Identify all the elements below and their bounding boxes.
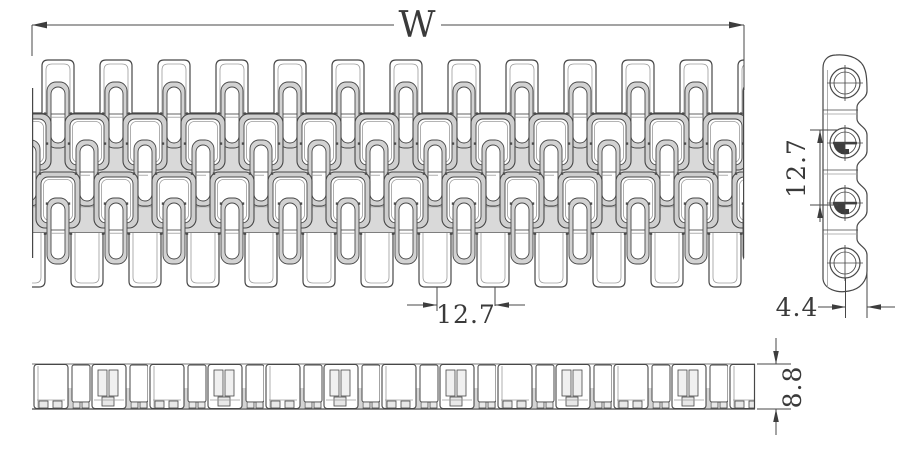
top-view	[31, 40, 745, 300]
dimension-thickness: 4.4	[776, 268, 895, 322]
dimension-height: 8.8	[757, 338, 807, 435]
side-view	[822, 54, 868, 293]
bottom-view	[32, 363, 756, 410]
dimension-pitch-top: 12.7	[407, 287, 525, 329]
side-pitch-dimension-label: 12.7	[782, 138, 811, 198]
arrow-left	[495, 302, 509, 308]
arrow-up	[817, 205, 823, 218]
arrow-left	[32, 21, 47, 29]
segment-lines	[823, 109, 858, 235]
dimension-w: W	[31, 5, 745, 90]
arrow-left	[867, 304, 881, 310]
width-dimension-label: W	[398, 5, 435, 46]
arrow-right	[832, 304, 846, 310]
arrow-up	[817, 130, 823, 143]
elevation-modules	[32, 364, 755, 409]
thickness-dimension-label: 4.4	[776, 293, 819, 322]
hinge-pin-holes	[827, 65, 863, 281]
arrow-down	[773, 351, 779, 364]
height-dimension-label: 8.8	[778, 366, 807, 409]
arrow-right	[423, 302, 437, 308]
arrow-up	[773, 409, 779, 422]
arrow-right	[729, 21, 744, 29]
pitch-dimension-label: 12.7	[436, 300, 496, 329]
dimension-pitch-side: 12.7	[782, 129, 838, 222]
belt-module-grid	[32, 40, 744, 300]
